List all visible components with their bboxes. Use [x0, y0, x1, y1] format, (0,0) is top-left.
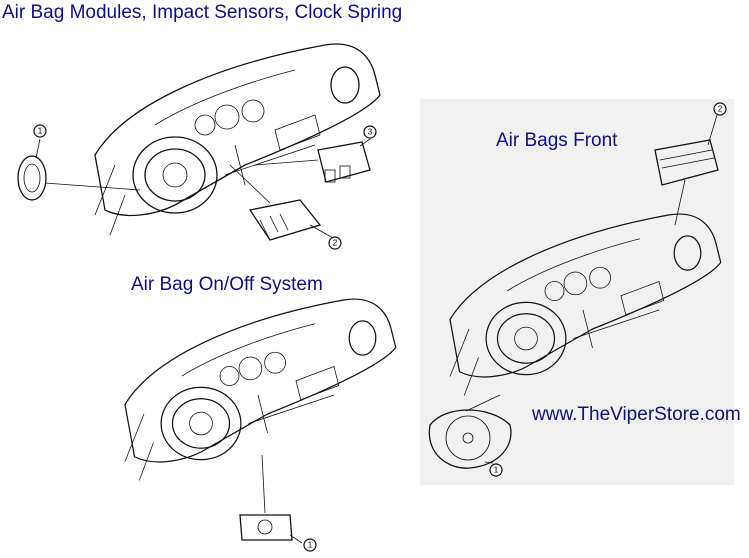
svg-text:2: 2 — [718, 105, 723, 114]
air-bags-front-panel — [420, 99, 734, 485]
control-module-illustration — [254, 138, 371, 183]
svg-text:1: 1 — [38, 127, 43, 136]
website-label: www.TheViperStore.com — [532, 404, 741, 425]
impact-sensor-illustration — [229, 164, 334, 241]
driver-airbag-illustration — [428, 394, 512, 469]
air-bags-front-title: Air Bags Front — [496, 130, 618, 151]
dashboard-illustration — [94, 43, 381, 236]
dashboard-illustration-front — [449, 213, 722, 397]
main-title: Air Bag Modules, Impact Sensors, Clock S… — [2, 2, 403, 23]
svg-text:2: 2 — [333, 239, 338, 248]
on-off-system-title: Air Bag On/Off System — [131, 274, 323, 295]
passenger-airbag-illustration — [654, 114, 719, 226]
callout-1-driver-bag: 1 — [489, 463, 503, 477]
callout-3-module: 3 — [363, 125, 377, 139]
on-off-switch-illustration — [239, 454, 303, 544]
callout-2-sensor: 2 — [328, 236, 342, 250]
svg-text:1: 1 — [308, 541, 313, 550]
svg-text:1: 1 — [494, 466, 499, 475]
svg-text:3: 3 — [368, 128, 373, 137]
clock-spring-illustration — [17, 138, 141, 201]
callout-2-front-bag: 2 — [713, 102, 727, 116]
dashboard-illustration-on-off — [124, 298, 397, 482]
callout-1-clock-spring: 1 — [33, 124, 47, 138]
callout-1-switch: 1 — [303, 538, 317, 552]
